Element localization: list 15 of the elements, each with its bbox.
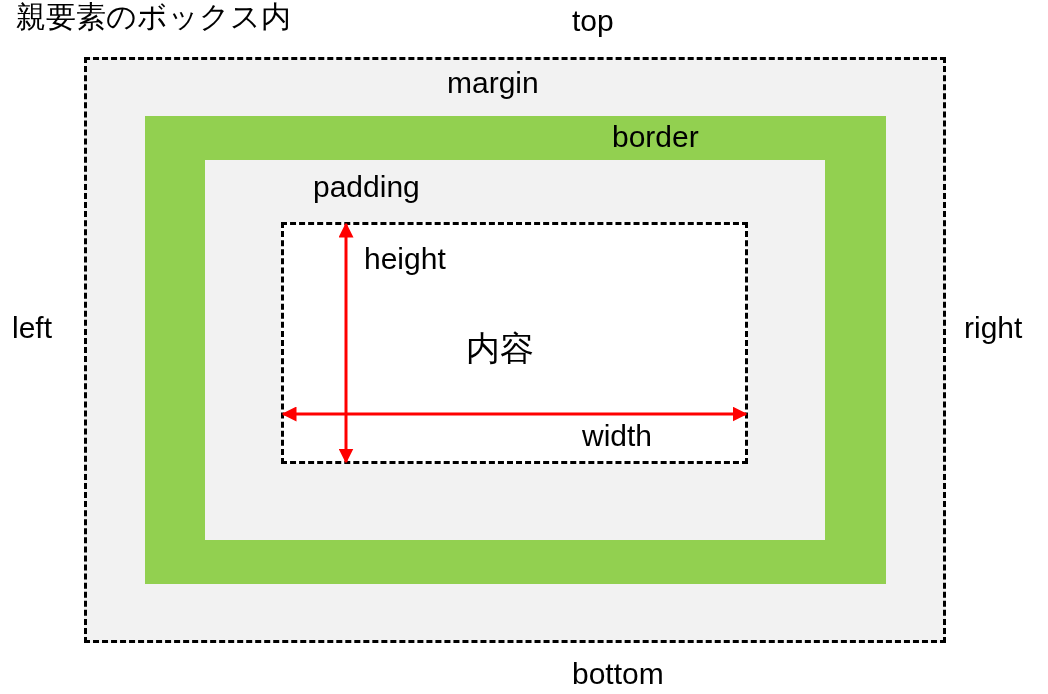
box-label: padding	[313, 172, 420, 202]
box-label: border	[612, 122, 699, 152]
margin-box	[84, 57, 946, 643]
side-label: top	[572, 6, 614, 36]
dimension-label: height	[364, 244, 446, 274]
dimension-label: width	[582, 421, 653, 451]
content-box	[281, 222, 748, 464]
title: 親要素のボックス内	[16, 2, 291, 32]
side-label: bottom	[572, 659, 664, 689]
side-label: left	[12, 313, 53, 343]
box-label: margin	[447, 68, 539, 98]
content-label: 内容	[466, 331, 534, 365]
side-label: right	[964, 313, 1023, 343]
padding-box	[205, 160, 825, 540]
border-band	[145, 116, 886, 584]
